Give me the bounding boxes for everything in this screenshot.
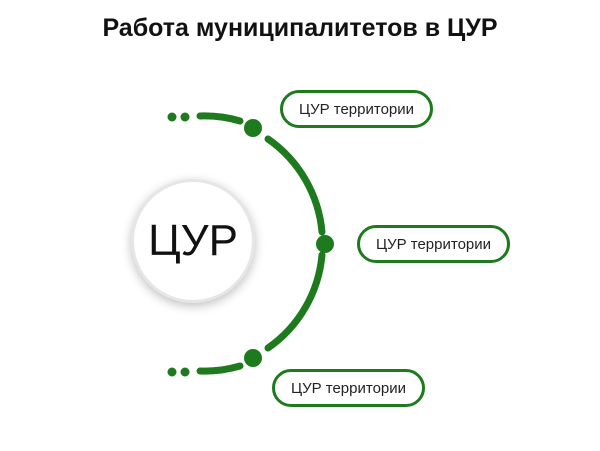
node-dot bbox=[244, 349, 262, 367]
center-circle: ЦУР bbox=[131, 179, 255, 303]
node-label: ЦУР территории bbox=[375, 235, 492, 253]
node-label: ЦУР территории bbox=[298, 100, 415, 118]
node-box-bottom: ЦУР территории bbox=[272, 369, 425, 407]
node-dot bbox=[316, 235, 334, 253]
tail-dot bbox=[180, 112, 190, 122]
node-label: ЦУР территории bbox=[290, 379, 407, 397]
tail-dot bbox=[167, 112, 177, 122]
tail-dot bbox=[180, 367, 190, 377]
node-box-top: ЦУР территории bbox=[280, 90, 433, 128]
tail-dot bbox=[167, 367, 177, 377]
arc-segment bbox=[196, 112, 244, 125]
diagram-title: Работа муниципалитетов в ЦУР bbox=[102, 14, 498, 42]
center-label: ЦУР bbox=[148, 216, 238, 265]
arc-segment bbox=[264, 251, 326, 352]
node-box-middle: ЦУР территории bbox=[357, 225, 510, 263]
node-dot bbox=[244, 119, 262, 137]
arc-segment bbox=[264, 135, 326, 236]
arc-segment bbox=[196, 362, 244, 375]
